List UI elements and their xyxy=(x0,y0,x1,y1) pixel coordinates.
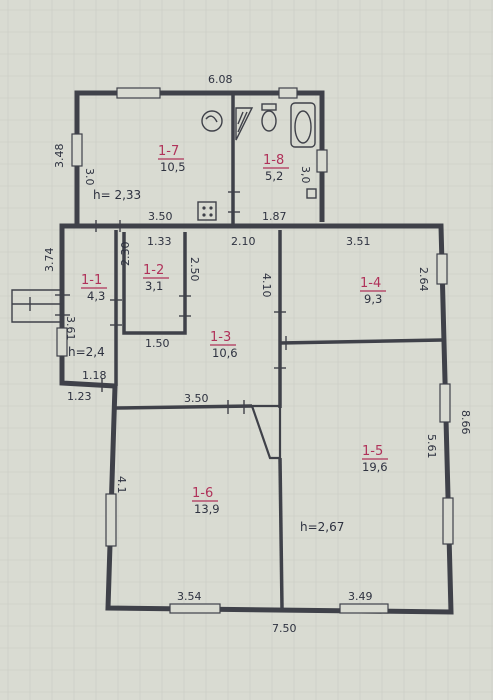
room-id: 1-1 xyxy=(81,273,102,288)
room-1-8: 1-8 5,2 xyxy=(263,153,289,183)
room-1-6: 1-6 13,9 xyxy=(192,486,220,516)
room-labels: 1-7 10,5 1-8 5,2 1-1 4,3 1-2 3,1 1-3 10,… xyxy=(81,144,388,516)
door-ticks xyxy=(55,191,287,414)
window-room4-right xyxy=(436,253,448,285)
room-1-2: 1-2 3,1 xyxy=(143,263,169,293)
ceiling-heights: h= 2,33 h=2,4 h=2,67 xyxy=(68,188,344,534)
room-area: 10,5 xyxy=(160,160,186,174)
boiler-icon-mark xyxy=(205,115,218,123)
stove-burner-icon xyxy=(209,206,213,210)
dim-bath-height: 3,0 xyxy=(299,166,312,184)
dim-annex-left-height: 3.74 xyxy=(43,248,56,273)
window-bottom-room5 xyxy=(339,603,389,614)
height-annex: h=2,4 xyxy=(68,345,105,359)
boiler-icon xyxy=(201,110,223,132)
dim-room6-width-top: 3.50 xyxy=(184,392,209,405)
dim-room6-height: 4.1 xyxy=(115,476,128,494)
inner-dimensions: 3.0 3.50 1.87 3,0 1.33 2.10 3.51 2.30 2.… xyxy=(64,166,438,603)
room-1-5: 1-5 19,6 xyxy=(362,444,388,474)
walls xyxy=(59,90,454,615)
room-id: 1-4 xyxy=(360,276,381,291)
room-area: 3,1 xyxy=(145,279,163,293)
window-room5-right-a xyxy=(439,383,451,423)
room-1-7: 1-7 10,5 xyxy=(158,144,186,174)
room-area: 10,6 xyxy=(212,346,238,360)
chimney-triangle xyxy=(250,404,282,460)
dim-top-width: 6.08 xyxy=(208,73,233,86)
porch-outline xyxy=(11,289,62,323)
room-id: 1-5 xyxy=(362,444,383,459)
window-annex-left xyxy=(56,327,68,357)
dim-kitchen-width: 3.50 xyxy=(148,210,173,223)
dim-room5-width-bottom: 3.49 xyxy=(348,590,373,603)
room-area: 4,3 xyxy=(87,289,105,303)
dim-left-height: 3.48 xyxy=(53,144,66,169)
outer-dimensions: 6.08 3.48 7.50 8.66 3.74 1.23 xyxy=(43,73,472,635)
dim-room4-width: 3.51 xyxy=(346,235,371,248)
window-top-bath xyxy=(278,87,298,99)
water-heater-icon xyxy=(306,188,317,199)
sink-icon xyxy=(235,107,254,141)
dim-kitchen-height: 3.0 xyxy=(83,168,96,186)
window-bottom-room6 xyxy=(169,603,221,614)
dim-annex-height: 3.61 xyxy=(64,316,77,341)
stove-burner-icon xyxy=(202,206,206,210)
height-main: h=2,67 xyxy=(300,520,344,534)
wall-room4-room5 xyxy=(279,338,443,345)
room-1-1: 1-1 4,3 xyxy=(81,273,107,303)
dim-hall-height: 4.10 xyxy=(260,273,273,298)
dim-closet-width: 1.33 xyxy=(147,235,172,248)
room-area: 19,6 xyxy=(362,460,388,474)
bathtub-icon xyxy=(290,102,316,148)
sink-hatch xyxy=(237,111,244,125)
height-upper: h= 2,33 xyxy=(93,188,141,202)
stove-burner-icon xyxy=(209,213,213,217)
bathtub-inner-icon xyxy=(294,110,312,144)
fixtures xyxy=(197,102,317,221)
window-top-kitchen xyxy=(116,87,161,99)
room-id: 1-3 xyxy=(210,330,231,345)
room-id: 1-2 xyxy=(143,263,164,278)
window-left-kitchen xyxy=(71,133,83,167)
dim-annex-bottom-width: 1.23 xyxy=(67,390,92,403)
wall-room6-room5 xyxy=(278,457,284,609)
dim-bottom-width: 7.50 xyxy=(272,622,297,635)
stove-icon xyxy=(197,201,217,221)
wall-hall-room6 xyxy=(115,404,253,410)
dim-closet-right: 2.50 xyxy=(188,257,201,282)
sink-hatch xyxy=(237,111,248,133)
dim-room6-width-bottom: 3.54 xyxy=(177,590,202,603)
stove-burner-icon xyxy=(202,213,206,217)
room-id: 1-7 xyxy=(158,144,179,159)
room-area: 13,9 xyxy=(194,502,220,516)
dim-hall-width: 2.10 xyxy=(231,235,256,248)
window-room5-right-b xyxy=(442,497,454,545)
window-right-bath xyxy=(316,149,328,173)
dim-annex-width: 1.18 xyxy=(82,369,107,382)
window-room6-left xyxy=(105,493,117,547)
toilet-icon xyxy=(261,110,277,132)
windows xyxy=(56,87,454,614)
room-1-3: 1-3 10,6 xyxy=(210,330,238,360)
dim-right-height: 8.66 xyxy=(459,410,472,435)
dim-room5-height: 5.61 xyxy=(425,434,438,459)
room-area: 5,2 xyxy=(265,169,283,183)
room-1-4: 1-4 9,3 xyxy=(360,276,386,306)
dim-closet-bottom: 1.50 xyxy=(145,337,170,350)
wall-upper-block xyxy=(74,90,325,224)
room-id: 1-8 xyxy=(263,153,284,168)
wall-closet xyxy=(122,232,187,335)
dim-bath-width: 1.87 xyxy=(262,210,287,223)
dim-closet-left: 2.30 xyxy=(119,242,132,267)
dim-room4-height: 2.64 xyxy=(417,267,430,292)
room-area: 9,3 xyxy=(364,292,382,306)
room-id: 1-6 xyxy=(192,486,213,501)
entrance-porch xyxy=(11,289,62,323)
toilet-tank-icon xyxy=(261,103,277,111)
